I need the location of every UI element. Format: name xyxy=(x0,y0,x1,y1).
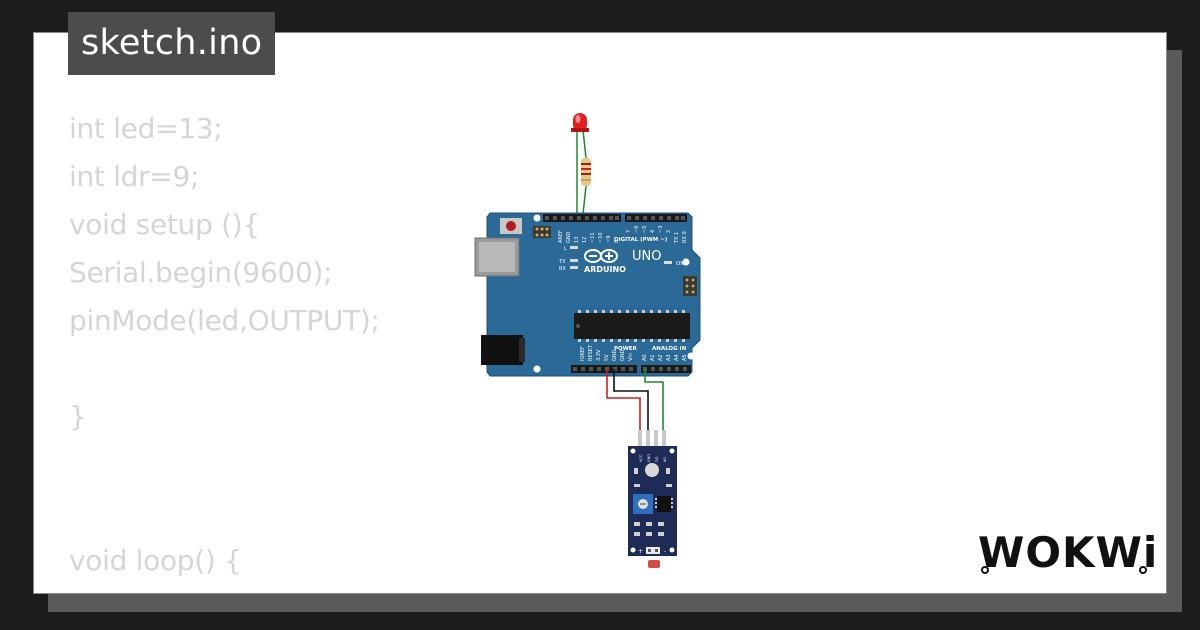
red-led[interactable] xyxy=(571,113,589,132)
pin-label: A2 xyxy=(658,354,664,361)
sensor-wires xyxy=(606,369,664,432)
reset-button[interactable] xyxy=(500,218,522,234)
code-line: int ldr=9; xyxy=(69,160,200,193)
resistor[interactable] xyxy=(581,158,591,186)
pin-label: GND xyxy=(566,231,572,243)
pin-label: 8 xyxy=(614,240,620,243)
pin-label: 4 xyxy=(650,230,656,233)
l-led-label: L xyxy=(564,246,567,252)
photoresistor xyxy=(646,547,660,568)
pin-label: AREF xyxy=(558,230,564,243)
svg-text:+: + xyxy=(638,548,643,555)
pin-label: IOREF xyxy=(580,346,586,361)
code-line: pinMode(led,OUTPUT); xyxy=(69,304,380,337)
pin-label: A1 xyxy=(650,354,656,361)
on-label: ON xyxy=(676,261,684,267)
code-line: void setup (){ xyxy=(69,208,260,241)
power-jack xyxy=(481,335,523,365)
pin-label: A5 xyxy=(682,354,688,361)
pin-label: RX 0 xyxy=(682,231,688,243)
pin-label: 13 xyxy=(574,237,580,243)
code-line: void loop() { xyxy=(69,544,242,577)
sensor-pin-label: DO xyxy=(655,456,659,462)
pin-label: GND xyxy=(620,349,626,361)
digital-header-label: DIGITAL (PWM ~) xyxy=(614,237,668,243)
brand-label: ARDUINO xyxy=(584,265,626,274)
tx-label: TX xyxy=(558,259,566,265)
pin-label: TX 1 xyxy=(674,232,680,244)
pin-label: ~6 xyxy=(634,226,640,233)
pin-label: RESET xyxy=(588,344,594,361)
pin-label: ~11 xyxy=(590,232,596,243)
pin-label: ~10 xyxy=(598,232,604,243)
icsp-header xyxy=(533,226,551,238)
code-line: ldrvalue=digitalRead(A0); xyxy=(69,585,424,593)
power-label: POWER xyxy=(614,346,638,352)
power-header xyxy=(571,365,637,373)
arduino-logo xyxy=(584,249,618,263)
potentiometer[interactable] xyxy=(633,494,653,514)
pin-label: ~3 xyxy=(658,226,664,233)
code-line: Serial.begin(9600); xyxy=(69,256,333,289)
analog-label: ANALOG IN xyxy=(652,346,687,352)
code-line: int led=13; xyxy=(69,112,223,145)
model-label: UNO xyxy=(632,249,661,264)
pin-label: 2 xyxy=(666,230,672,233)
ldr-sensor-module[interactable]: VCC GND DO AO + - xyxy=(628,430,677,568)
digital-header xyxy=(543,214,621,222)
wokwi-logo-mark: WOKWi xyxy=(978,528,1157,577)
sensor-pin-label: AO xyxy=(663,457,667,462)
filename-tab: sketch.ino xyxy=(68,12,276,75)
wokwi-logo: WOKWi xyxy=(975,524,1157,582)
code-line: } xyxy=(69,400,87,433)
pin-label: A4 xyxy=(674,354,680,361)
pin-label: Vin xyxy=(628,353,634,361)
arduino-uno-board[interactable]: AREF GND 13 12 ~11 ~10 ~9 8 7 ~6 ~5 4 ~3… xyxy=(474,212,701,377)
pin-label: 12 xyxy=(582,237,588,243)
wokwi-logo-text: WOKWi xyxy=(978,528,1155,577)
pin-label: ~9 xyxy=(606,236,612,243)
pin-label: A0 xyxy=(642,354,648,361)
analog-header xyxy=(641,365,691,373)
svg-text:-: - xyxy=(664,548,666,555)
led-wires xyxy=(576,129,587,215)
pin-label: A3 xyxy=(666,354,672,361)
code-preview: int led=13; int ldr=9; void setup (){ Se… xyxy=(69,105,424,593)
rx-label: RX xyxy=(559,266,566,272)
sensor-pin-label: VCC xyxy=(639,454,643,462)
pin-label: 5V xyxy=(604,354,610,361)
atmega-chip xyxy=(574,310,690,342)
pin-label: 7 xyxy=(626,230,632,233)
pin-label: 3.3V xyxy=(596,349,602,361)
pin-label: ~5 xyxy=(642,226,648,233)
sensor-pin-label: GND xyxy=(647,454,651,462)
pin-label: GND xyxy=(612,349,618,361)
